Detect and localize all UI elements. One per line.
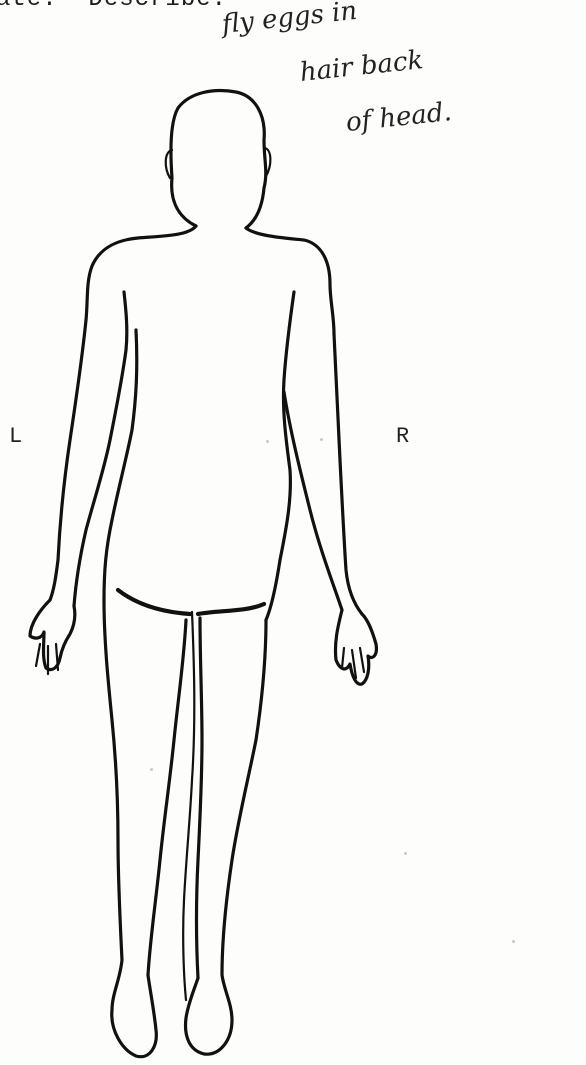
buttock-left — [118, 590, 190, 614]
right-arm-outer — [334, 334, 362, 614]
left-side-label: L — [9, 424, 22, 449]
torso-left — [104, 330, 137, 600]
left-arm-inner — [74, 292, 127, 606]
buttock-right — [198, 604, 264, 614]
right-side-label: R — [396, 424, 409, 449]
scan-speck — [266, 440, 269, 443]
left-neck-shoulder — [86, 226, 196, 320]
head-outline — [171, 91, 266, 228]
scan-speck — [150, 768, 153, 771]
left-leg-inner — [148, 620, 186, 975]
left-leg-outer — [104, 600, 156, 1057]
right-arm-inner — [284, 392, 342, 610]
right-leg-inner — [197, 618, 203, 978]
torso-right — [266, 292, 294, 620]
leg-center-line — [183, 612, 194, 1000]
scan-speck — [404, 852, 407, 855]
scan-speck — [512, 940, 515, 943]
scan-speck — [320, 438, 323, 441]
